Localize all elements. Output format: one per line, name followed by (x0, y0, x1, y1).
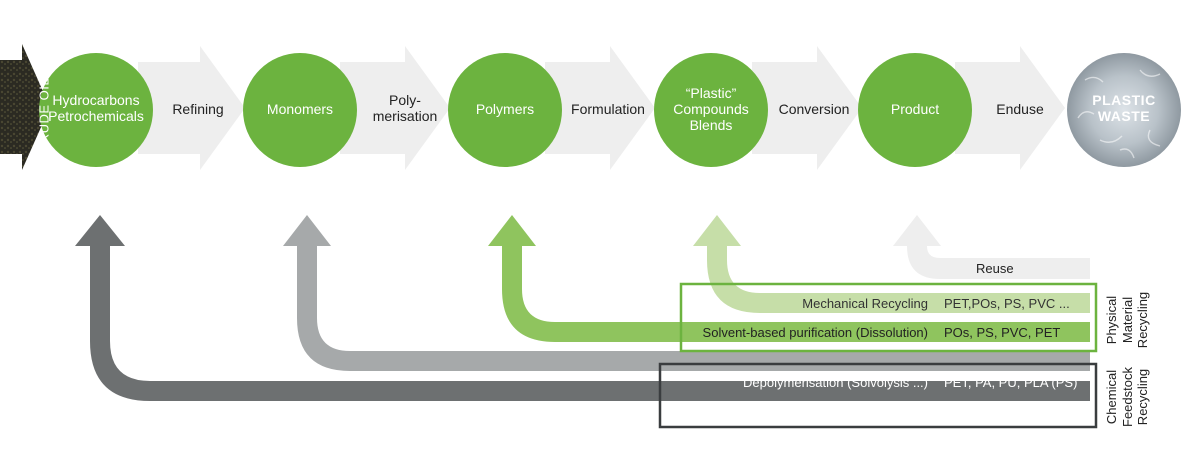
stage-circle-hydrocarbons (39, 53, 153, 167)
flow-arrow-enduse (955, 46, 1065, 170)
step-label-conversion: Conversion (770, 101, 858, 117)
solvent-purification-materials: POs, PS, PVC, PET (944, 325, 1061, 340)
return-arrow-solvent (488, 215, 1090, 342)
reuse-label: Reuse (976, 261, 1014, 276)
stage-label-product: Product (860, 101, 970, 117)
step-label-line: Enduse (996, 101, 1044, 117)
crude-oil-arrow (0, 44, 50, 170)
stage-label-polymers: Polymers (450, 101, 560, 117)
solvent-purification-label: Solvent-based purification (Dissolution) (702, 325, 928, 340)
stage-label-monomers: Monomers (245, 101, 355, 117)
stage-circle-product (858, 53, 972, 167)
plastic-waste-label: PLASTIC WASTE (1069, 92, 1179, 124)
stage-label-line: Monomers (266, 101, 334, 117)
stage-circle-polymers (448, 53, 562, 167)
step-label-enduse: Enduse (980, 101, 1060, 117)
stage-label-line: Polymers (475, 101, 535, 117)
stage-label-line: Hydrocarbons (52, 92, 140, 108)
flow-arrow-formulation (545, 46, 655, 170)
group-label-line: Chemical (1104, 369, 1119, 425)
step-label-line: Conversion (778, 101, 850, 117)
group-label-line: Recycling (1135, 368, 1151, 426)
stage-circles (39, 53, 972, 167)
flow-arrow-conversion (752, 46, 862, 170)
mechanical-recycling-label: Mechanical Recycling (802, 296, 928, 311)
stage-label-line: Blends (689, 117, 733, 134)
step-label-polymerisation: Poly- merisation (360, 92, 450, 124)
stage-label-compounds: “Plastic” Compounds Blends (656, 85, 766, 133)
thermal-conversion-label: Thermal Conversion (Pyrolysis, Gasificat… (671, 404, 928, 419)
flow-arrow-refining (138, 46, 245, 170)
depolymerisation-label: Depolymerisation (Solvolysis ...) (743, 375, 928, 390)
return-arrow-mechanical (693, 215, 1090, 313)
return-arrow-depolymerisation (283, 215, 1090, 371)
thermal-conversion-materials: POs,, PS, mixed (944, 404, 1040, 419)
stage-label-line: “Plastic” (685, 85, 737, 101)
plastic-waste-circle (1067, 53, 1181, 167)
stage-label-line: Compounds (673, 101, 749, 118)
stage-circle-monomers (243, 53, 357, 167)
chemical-recycling-group-label: Chemical Feedstock Recycling (1104, 352, 1152, 442)
stage-label-hydrocarbons: Hydrocarbons Petrochemicals (41, 92, 151, 124)
step-label-line: Formulation (571, 101, 645, 117)
depolymerisation-materials: PET, PA, PU, PLA (PS) (944, 375, 1078, 390)
return-arrow-thermal (75, 215, 1090, 401)
step-label-formulation: Formulation (562, 101, 654, 117)
stage-circle-compounds (654, 53, 768, 167)
step-label-line: merisation (372, 108, 438, 125)
waste-label-line: PLASTIC (1092, 92, 1156, 108)
group-label-line: Feedstock (1119, 367, 1135, 427)
process-flow-arrows (138, 46, 1065, 170)
stage-label-line: Product (890, 101, 940, 117)
physical-recycling-box (679, 282, 1098, 353)
step-label-refining: Refining (158, 101, 238, 117)
mechanical-recycling-materials: PET,POs, PS, PVC ... (944, 296, 1070, 311)
step-label-line: Poly- (389, 92, 421, 108)
flow-arrow-polymerisation (340, 46, 450, 170)
waste-label-line: WASTE (1097, 108, 1151, 125)
stage-label-line: Petrochemicals (48, 108, 144, 125)
waste-texture (1077, 69, 1161, 159)
chemical-recycling-box (658, 362, 1098, 429)
return-arrow-reuse (893, 215, 1090, 279)
step-label-line: Refining (172, 101, 224, 117)
